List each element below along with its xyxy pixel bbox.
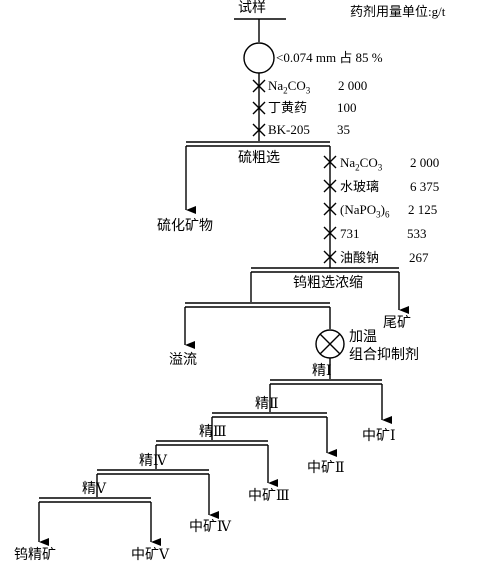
reagent-cross — [323, 226, 337, 240]
cleaner-4-label: 精Ⅳ — [139, 454, 167, 469]
reagent-cross — [252, 123, 266, 137]
final-concentrate-label: 钨精矿 — [14, 548, 56, 563]
reagent-dose: 2 125 — [408, 202, 438, 217]
reagent-cross — [323, 179, 337, 193]
reagent-name: Na2CO3 — [340, 155, 383, 173]
sulfide-rougher-label: 硫粗选 — [238, 151, 280, 166]
reagent-dose: 35 — [337, 122, 350, 137]
reagent-cross — [323, 250, 337, 264]
reagent-dose: 2 000 — [410, 155, 440, 170]
reagent-name: (NaPO3)6 — [340, 202, 390, 220]
tailings-label: 尾矿 — [383, 316, 411, 331]
reagent-dose: 6 375 — [410, 179, 440, 194]
reagent-name: 油酸钠 — [340, 250, 380, 265]
middling-4-label: 中矿Ⅳ — [189, 520, 231, 535]
reagent-name: Na2CO3 — [268, 78, 311, 96]
grinding-size-label: <0.074 mm 占 85 % — [276, 50, 383, 65]
reagent-dose: 533 — [407, 226, 427, 241]
reagent-cross — [252, 79, 266, 93]
heating-label: 加温 — [349, 330, 377, 345]
middling-2-label: 中矿Ⅱ — [307, 461, 345, 476]
reagent-name: BK-205 — [268, 122, 310, 137]
reagent-dose: 2 000 — [338, 78, 368, 93]
reagent-dose: 100 — [337, 100, 357, 115]
depressant-label: 组合抑制剂 — [349, 348, 419, 363]
tungsten-rougher-label: 钨粗选浓缩 — [293, 276, 363, 291]
reagent-name: 水玻璃 — [340, 179, 380, 194]
reagent-dose: 267 — [409, 250, 429, 265]
cleaner-2-label: 精Ⅱ — [255, 397, 279, 412]
middling-3-label: 中矿Ⅲ — [248, 489, 290, 504]
cleaner-1-label: 精Ⅰ — [312, 364, 332, 379]
sulfide-product-label: 硫化矿物 — [157, 219, 213, 234]
middling-1-label: 中矿Ⅰ — [362, 429, 396, 444]
unit-note: 药剂用量单位:g/t — [350, 4, 446, 19]
reagent-cross — [252, 101, 266, 115]
sample-label: 试样 — [238, 1, 266, 16]
cleaner-5-label: 精Ⅴ — [82, 482, 107, 497]
overflow-label: 溢流 — [169, 353, 197, 368]
reagent-cross — [323, 202, 337, 216]
reagent-name: 731 — [340, 226, 360, 241]
reagent-name: 丁黄药 — [268, 100, 308, 115]
heating-cross — [319, 333, 341, 355]
reagent-cross — [323, 155, 337, 169]
middling-5-label: 中矿Ⅴ — [131, 548, 170, 563]
grinding-circle — [243, 42, 275, 74]
cleaner-3-label: 精Ⅲ — [199, 425, 227, 440]
